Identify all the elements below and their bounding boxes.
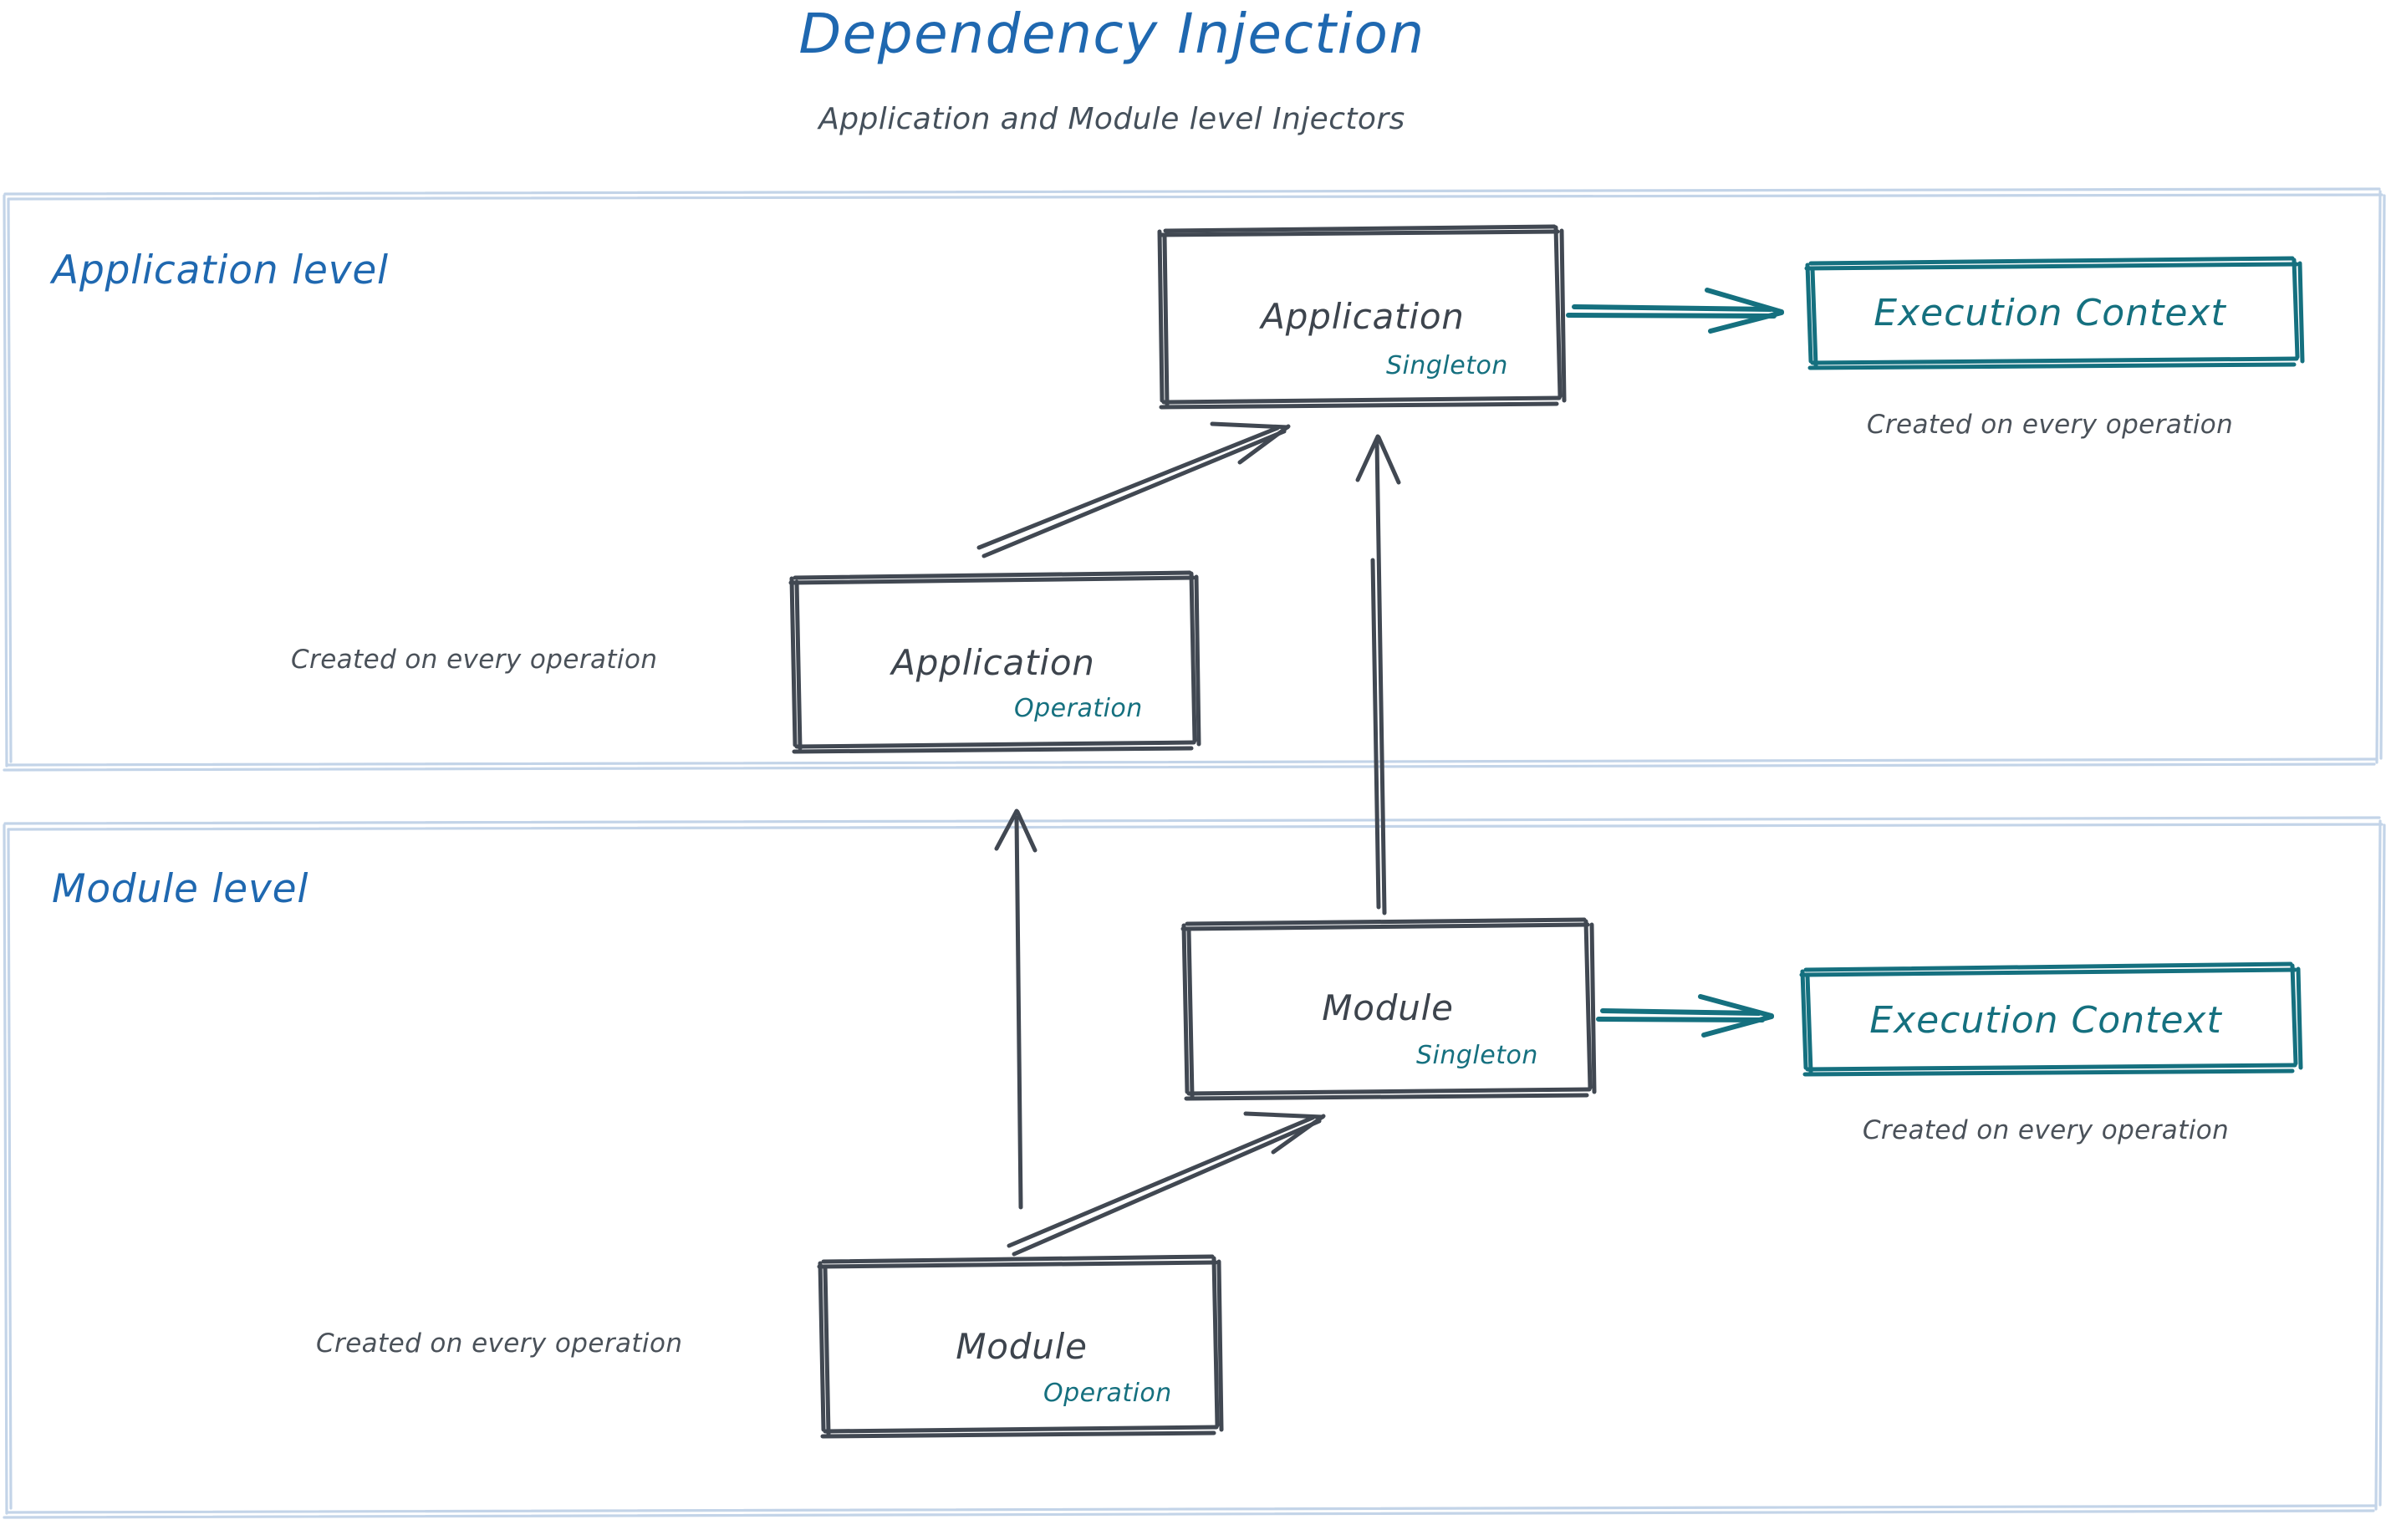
- application-to-execution-context-arrow: [1566, 288, 1784, 334]
- module-execution-context-title: Execution Context: [1869, 999, 2222, 1042]
- application-execution-context-caption: Created on every operation: [1866, 410, 2234, 440]
- module-operation-to-singleton-arrow: [1007, 1111, 1326, 1257]
- module-singleton-title: Module: [1322, 987, 1454, 1028]
- module-operation-title: Module: [956, 1326, 1088, 1367]
- application-singleton-title: Application: [1261, 296, 1465, 337]
- application-operation-title: Application: [891, 642, 1095, 683]
- application-operation-caption: Created on every operation: [291, 645, 658, 675]
- module-operation-scope: Operation: [1043, 1379, 1172, 1408]
- application-level-container: [3, 187, 2386, 772]
- module-level-container: [3, 816, 2386, 1519]
- module-to-execution-context-arrow: [1596, 994, 1774, 1038]
- page-title: Dependency Injection: [798, 2, 1425, 66]
- application-operation-box[interactable]: [788, 570, 1201, 754]
- module-singleton-scope: Singleton: [1416, 1041, 1538, 1070]
- module-singleton-box[interactable]: [1180, 917, 1597, 1101]
- module-operation-box[interactable]: [817, 1254, 1224, 1439]
- application-execution-context-title: Execution Context: [1874, 292, 2226, 334]
- application-singleton-scope: Singleton: [1386, 351, 1508, 380]
- application-operation-scope: Operation: [1014, 694, 1143, 723]
- application-singleton-box[interactable]: [1157, 224, 1567, 410]
- zone-label-application-level: Application level: [52, 247, 389, 293]
- zone-label-module-level: Module level: [52, 866, 309, 912]
- module-execution-context-box[interactable]: [1799, 961, 2303, 1077]
- page-subtitle: Application and Module level Injectors: [818, 102, 1405, 136]
- module-operation-to-application-operation-arrow: [994, 808, 1038, 1210]
- module-singleton-to-application-singleton-arrow: [1355, 434, 1401, 915]
- module-execution-context-caption: Created on every operation: [1862, 1115, 2230, 1145]
- application-operation-to-singleton-arrow: [976, 421, 1291, 558]
- module-operation-caption: Created on every operation: [316, 1328, 683, 1359]
- application-execution-context-box[interactable]: [1804, 256, 2305, 370]
